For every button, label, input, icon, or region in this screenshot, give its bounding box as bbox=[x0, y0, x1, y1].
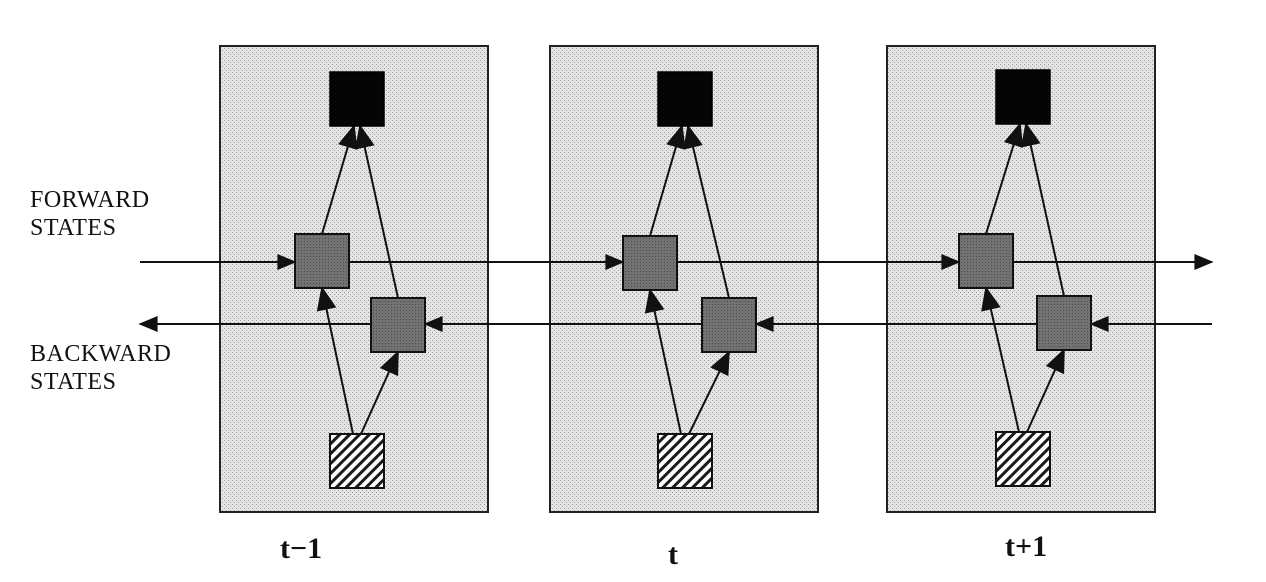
forward-states-label: FORWARD STATES bbox=[30, 186, 150, 242]
backward-state-node-prev bbox=[370, 297, 426, 353]
time-label-current: t bbox=[668, 538, 678, 571]
backward-label-line1: BACKWARD bbox=[30, 341, 172, 367]
time-label-next: t+1 bbox=[1005, 530, 1048, 563]
forward-state-node-prev bbox=[294, 233, 350, 289]
input-to-forward-arrow-prev bbox=[316, 286, 354, 435]
backward-to-output-arrow-current bbox=[683, 124, 730, 299]
output-node-prev bbox=[329, 71, 385, 127]
input-node-current bbox=[657, 433, 713, 489]
input-node-next bbox=[995, 431, 1051, 487]
output-node-next bbox=[995, 69, 1051, 125]
backward-state-node-next bbox=[1036, 295, 1092, 351]
input-to-backward-arrow-next bbox=[1026, 348, 1065, 433]
input-to-forward-arrow-current bbox=[644, 288, 682, 435]
time-label-prev: t−1 bbox=[280, 532, 323, 565]
backward-label-line2: STATES bbox=[30, 369, 117, 395]
backward-to-output-arrow-next bbox=[1020, 122, 1065, 297]
output-node-current bbox=[657, 71, 713, 127]
forward-state-node-next bbox=[958, 233, 1014, 289]
forward-label-line2: STATES bbox=[30, 215, 117, 241]
input-to-forward-arrow-next bbox=[981, 286, 1020, 433]
input-to-backward-arrow-prev bbox=[360, 350, 399, 435]
forward-to-output-arrow-prev bbox=[321, 124, 358, 235]
forward-to-output-arrow-next bbox=[985, 122, 1024, 235]
backward-states-label: BACKWARD STATES bbox=[30, 340, 171, 396]
input-to-backward-arrow-current bbox=[688, 350, 730, 435]
forward-state-node-current bbox=[622, 235, 678, 291]
backward-to-output-arrow-prev bbox=[354, 124, 399, 299]
forward-label-line1: FORWARD bbox=[30, 187, 150, 213]
backward-state-node-current bbox=[701, 297, 757, 353]
forward-to-output-arrow-current bbox=[649, 124, 686, 237]
input-node-prev bbox=[329, 433, 385, 489]
